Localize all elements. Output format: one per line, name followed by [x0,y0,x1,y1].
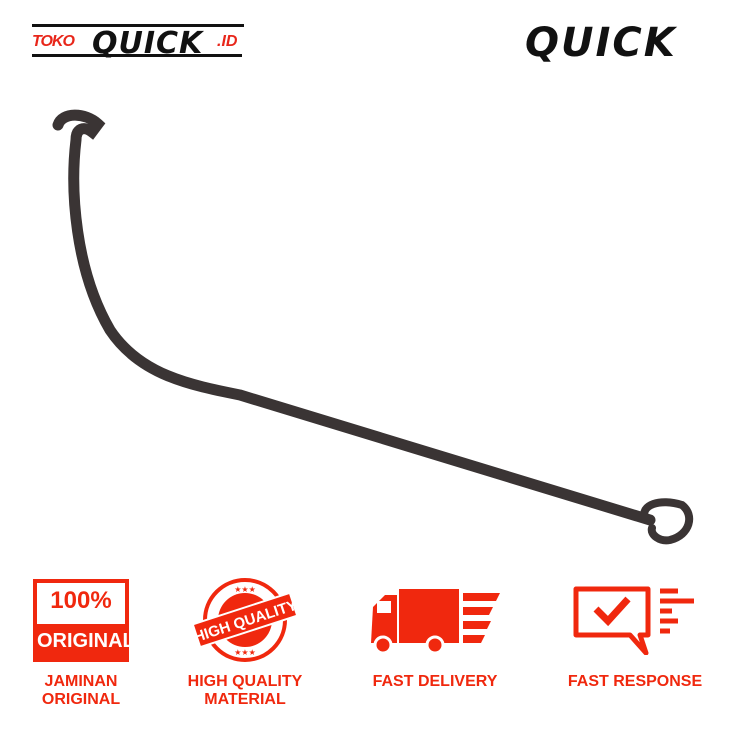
feature-label-line1: JAMINAN [44,673,118,690]
feature-label-line1: HIGH QUALITY [187,673,303,690]
logo-bar-top [32,24,244,27]
feature-label-line2: ORIGINAL [41,691,121,708]
chat-check-icon [550,575,720,665]
original-badge-icon: 100% ORIGINAL [0,575,166,665]
badge-100: 100% [50,586,112,614]
feature-fast-response: FAST RESPONSE [550,575,720,691]
lever-shaft [52,109,656,526]
quick-logo: QUICK [525,20,677,66]
delivery-truck-icon [350,575,520,665]
feature-label-line1: FAST DELIVERY [372,673,498,690]
feature-label-line2: MATERIAL [204,691,286,708]
logo-prefix: TOKO [32,33,75,50]
svg-text:★★★: ★★★ [234,585,256,594]
feature-label-line1: FAST RESPONSE [567,673,703,690]
badge-original: ORIGINAL [37,623,135,658]
tokoquick-logo: TOKO QUICK .ID [32,24,247,61]
lever-curl-end [640,498,694,545]
feature-fast-delivery: FAST DELIVERY [350,575,520,691]
logo-bar-bottom [32,54,242,57]
logo-suffix: .ID [217,33,238,50]
high-quality-stamp-icon: HIGH QUALITY ★★★ ★★★ [160,575,330,665]
svg-text:★★★: ★★★ [234,648,256,657]
tire-lever-product [52,109,694,545]
